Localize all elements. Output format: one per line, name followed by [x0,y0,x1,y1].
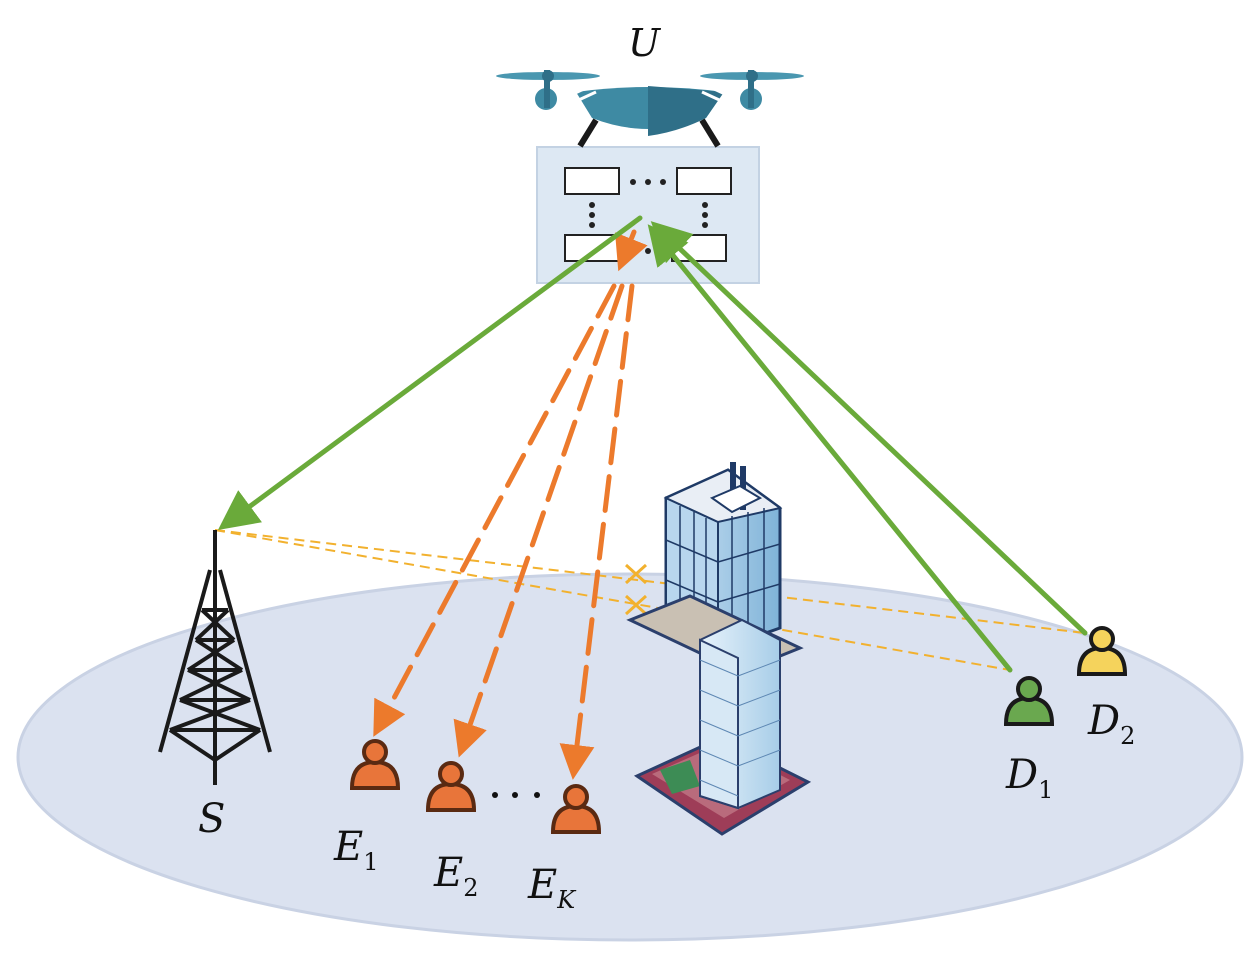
tower-icon [158,530,272,785]
source-label: S [198,796,225,842]
blocked-links [214,529,1086,671]
eve-1-label: E1 [333,824,378,876]
user-icon-d2 [1076,626,1128,676]
eavesdrop-links-upper [615,229,648,272]
user-icon-e2 [425,761,477,812]
dest-1-label: D1 [1005,752,1053,804]
ground-area [16,572,1244,942]
dest-2-label: D2 [1087,698,1135,750]
user-icon-d1 [1003,676,1055,726]
user-icon-e1 [349,739,401,790]
eve-2-label: E2 [433,850,478,902]
block-cross-icon [624,563,648,616]
uav-label: U [628,21,662,65]
ellipsis-dots [492,792,540,798]
ris-panel-icon [536,146,760,284]
drone-icon [496,70,804,148]
legit-links [217,215,1088,673]
eve-k-label: EK [527,862,577,914]
user-icon-ek [550,784,602,834]
building-icon [626,462,812,836]
eavesdrop-links [373,283,635,780]
